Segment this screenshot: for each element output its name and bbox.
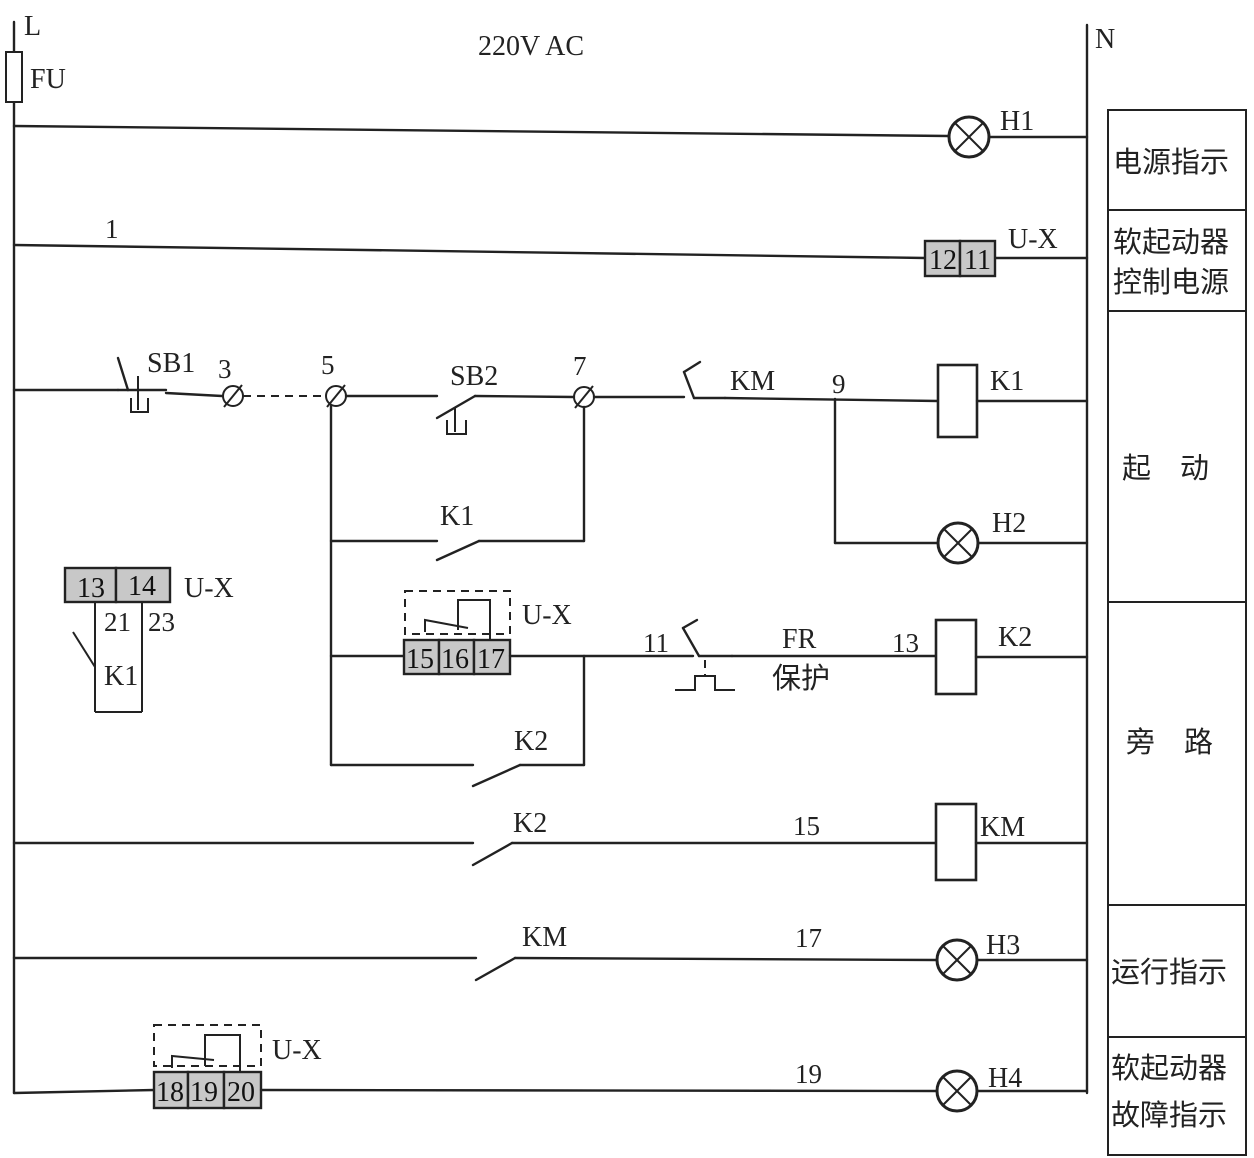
label-km-nc: KM bbox=[730, 366, 775, 397]
lamp-h1 bbox=[947, 115, 991, 159]
node-19: 19 bbox=[795, 1059, 822, 1089]
branch-k2-hold: K2 bbox=[329, 654, 586, 788]
label-ux-fault: U-X bbox=[272, 1035, 322, 1066]
section-softstarter-power-line1: 软起动器 bbox=[1113, 225, 1229, 259]
ux-relay-15-16-17: 15 16 17 bbox=[402, 590, 512, 676]
contact-fr-nc bbox=[675, 618, 735, 691]
label-k1-aux: K1 bbox=[104, 661, 138, 692]
section-fault-line2: 故障指示 bbox=[1111, 1098, 1227, 1132]
label-ux-bypass: U-X bbox=[522, 600, 572, 631]
label-h3: H3 bbox=[986, 930, 1020, 961]
node-5: 5 bbox=[321, 350, 335, 380]
lamp-h3 bbox=[935, 938, 979, 982]
pushbutton-sb2-no bbox=[435, 394, 477, 435]
terminal-17: 17 bbox=[477, 644, 505, 675]
label-h1: H1 bbox=[1000, 106, 1034, 137]
contact-k1-no bbox=[435, 539, 481, 562]
label-fr: FR bbox=[782, 624, 817, 655]
label-k1-coil: K1 bbox=[990, 366, 1024, 397]
label-km-run: KM bbox=[522, 922, 567, 953]
label-k2-hold: K2 bbox=[514, 726, 548, 757]
coil-k1 bbox=[936, 363, 979, 439]
lamp-h4 bbox=[935, 1069, 979, 1113]
terminal-node-3 bbox=[222, 384, 244, 408]
section-bypass: 旁 路 bbox=[1126, 725, 1213, 759]
fuse-fu bbox=[5, 51, 23, 103]
supply-rails: L FU N 220V AC bbox=[5, 11, 1115, 1095]
section-power-indicator: 电源指示 bbox=[1113, 145, 1229, 179]
label-sb2: SB2 bbox=[450, 361, 498, 392]
neutral-label: N bbox=[1095, 24, 1115, 55]
phase-label: L bbox=[24, 11, 41, 42]
label-sb1: SB1 bbox=[147, 348, 195, 379]
pushbutton-sb1-nc bbox=[116, 356, 168, 413]
function-legend: 电源指示 软起动器 控制电源 起 动 旁 路 运行指示 软起动器 故障指示 bbox=[1107, 109, 1247, 1156]
terminal-12: 12 bbox=[929, 245, 957, 276]
row-power-indicator: H1 bbox=[12, 106, 1089, 159]
row-start: SB1 3 5 SB2 7 bbox=[12, 348, 1089, 439]
contact-km-no bbox=[474, 956, 517, 982]
row-bypass: 15 16 17 U-X 11 FR 保护 13 K2 bbox=[329, 590, 1089, 696]
label-k2-coil: K2 bbox=[998, 622, 1032, 653]
contact-k2-no bbox=[471, 841, 514, 867]
terminal-20: 20 bbox=[227, 1077, 255, 1108]
terminal-18: 18 bbox=[156, 1077, 184, 1108]
terminal-node-5 bbox=[325, 384, 347, 408]
ux-relay-18-19-20: 18 19 20 bbox=[152, 1024, 263, 1110]
row-fault-indicator: 18 19 20 U-X 19 H4 bbox=[12, 1024, 1089, 1113]
ux-output-13-14: 13 14 U-X 21 23 K1 bbox=[63, 566, 234, 713]
label-h4: H4 bbox=[988, 1063, 1022, 1094]
terminal-19: 19 bbox=[190, 1077, 218, 1108]
node-15: 15 bbox=[793, 811, 820, 841]
section-fault-line1: 软起动器 bbox=[1111, 1051, 1227, 1085]
label-k1-hold: K1 bbox=[440, 501, 474, 532]
label-ux-13-14: U-X bbox=[184, 573, 234, 604]
node-11: 11 bbox=[643, 628, 669, 658]
fuse-label: FU bbox=[30, 64, 66, 95]
node-21: 21 bbox=[104, 607, 131, 637]
contact-km-nc bbox=[682, 360, 727, 400]
branch-h2: H2 bbox=[833, 397, 1089, 565]
label-k2-km: K2 bbox=[513, 808, 547, 839]
node-1: 1 bbox=[105, 214, 119, 244]
row-softstarter-power: 1 12 11 U-X bbox=[12, 214, 1089, 278]
row-km-coil: K2 15 KM bbox=[12, 802, 1089, 882]
section-softstarter-power-line2: 控制电源 bbox=[1113, 265, 1229, 299]
coil-k2 bbox=[934, 618, 978, 696]
branch-k1-hold: K1 bbox=[329, 404, 586, 767]
terminal-14: 14 bbox=[128, 571, 156, 602]
voltage-label: 220V AC bbox=[478, 31, 584, 62]
terminal-15: 15 bbox=[406, 644, 434, 675]
node-17: 17 bbox=[795, 923, 822, 953]
node-7: 7 bbox=[573, 351, 587, 381]
section-run-indicator: 运行指示 bbox=[1111, 955, 1227, 989]
node-23: 23 bbox=[148, 607, 175, 637]
label-km-coil: KM bbox=[980, 812, 1025, 843]
section-start: 起 动 bbox=[1122, 451, 1209, 485]
terminal-13: 13 bbox=[77, 573, 105, 604]
lamp-h2 bbox=[936, 521, 980, 565]
ux-terminal-block-12-11: 12 11 bbox=[923, 239, 997, 278]
contact-k1-aux bbox=[72, 631, 96, 668]
label-ux-power: U-X bbox=[1008, 224, 1058, 255]
coil-km bbox=[934, 802, 978, 882]
contact-k2-hold bbox=[471, 763, 522, 788]
row-run-indicator: KM 17 H3 bbox=[12, 922, 1089, 982]
terminal-node-7 bbox=[573, 385, 595, 409]
terminal-16: 16 bbox=[441, 644, 469, 675]
label-h2: H2 bbox=[992, 508, 1026, 539]
node-13: 13 bbox=[892, 628, 919, 658]
label-fr-protection: 保护 bbox=[772, 661, 830, 695]
terminal-11: 11 bbox=[964, 245, 991, 276]
node-9: 9 bbox=[832, 369, 846, 399]
node-3: 3 bbox=[218, 354, 232, 384]
